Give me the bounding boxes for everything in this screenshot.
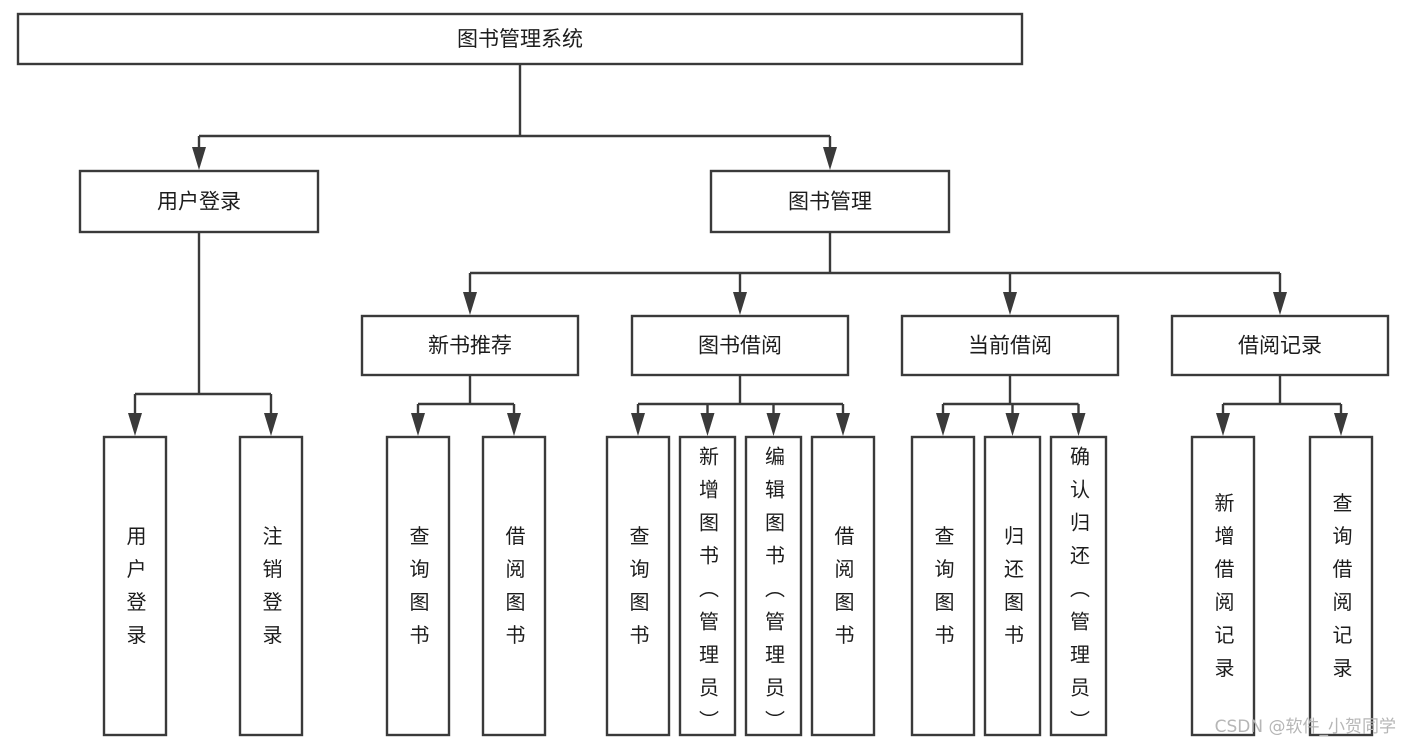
node-leaf-confirm-return[interactable]: 确认归还（管理员） — [1049, 435, 1108, 737]
node-box — [238, 435, 304, 737]
node-leaf-query-book-a[interactable]: 查询图书 — [385, 435, 451, 737]
arrow-head-icon — [411, 413, 425, 436]
connector-group-user-login — [128, 232, 278, 436]
node-label: 查询图书 — [626, 525, 650, 646]
node-current-borrow[interactable]: 当前借阅 — [900, 314, 1120, 377]
node-label: 用户登录 — [157, 190, 241, 214]
arrow-head-icon — [936, 413, 950, 436]
node-box — [16, 12, 1024, 66]
node-leaf-query-book-c[interactable]: 查询图书 — [910, 435, 976, 737]
node-box — [810, 435, 876, 737]
node-leaf-add-book[interactable]: 新增图书（管理员） — [678, 435, 737, 737]
node-box — [630, 314, 850, 377]
node-box — [900, 314, 1120, 377]
node-box — [481, 435, 547, 737]
node-label: 确认归还（管理员） — [1067, 446, 1091, 732]
arrow-head-icon — [1216, 413, 1230, 436]
arrow-head-icon — [128, 413, 142, 436]
node-label: 查询图书 — [931, 525, 955, 646]
arrow-head-icon — [192, 147, 206, 170]
node-box — [360, 314, 580, 377]
connector-group-book-manage — [463, 232, 1287, 315]
node-label: 当前借阅 — [968, 334, 1052, 358]
node-box — [385, 435, 451, 737]
node-label: 查询图书 — [406, 525, 430, 646]
arrow-head-icon — [1003, 292, 1017, 315]
node-root[interactable]: 图书管理系统 — [16, 12, 1024, 66]
arrow-head-icon — [1071, 413, 1086, 436]
arrow-head-icon — [507, 413, 521, 436]
connector-group-book-borrow — [631, 375, 850, 436]
node-leaf-borrow-book-b[interactable]: 借阅图书 — [810, 435, 876, 737]
node-box — [78, 169, 320, 234]
arrow-head-icon — [823, 147, 837, 170]
node-box — [1170, 314, 1390, 377]
connector-group-new-book-recommend — [411, 375, 521, 436]
arrow-head-icon — [1334, 413, 1348, 436]
node-box — [1049, 435, 1108, 737]
node-box — [709, 169, 951, 234]
node-label: 新增借阅记录 — [1211, 492, 1235, 679]
node-label: 图书借阅 — [698, 334, 782, 358]
node-leaf-add-record[interactable]: 新增借阅记录 — [1190, 435, 1256, 737]
node-box — [102, 435, 168, 737]
arrow-head-icon — [700, 413, 715, 436]
node-box — [605, 435, 671, 737]
node-leaf-query-book-b[interactable]: 查询图书 — [605, 435, 671, 737]
node-box — [1190, 435, 1256, 737]
node-label: 借阅记录 — [1238, 334, 1322, 358]
node-label: 归还图书 — [1001, 525, 1025, 646]
node-box — [678, 435, 737, 737]
node-leaf-logout[interactable]: 注销登录 — [238, 435, 304, 737]
node-label: 借阅图书 — [831, 525, 855, 646]
node-leaf-borrow-book-a[interactable]: 借阅图书 — [481, 435, 547, 737]
node-box — [1308, 435, 1374, 737]
node-label: 编辑图书（管理员） — [762, 446, 786, 732]
node-leaf-query-record[interactable]: 查询借阅记录 — [1308, 435, 1374, 737]
node-label: 图书管理系统 — [457, 27, 583, 51]
node-borrow-record[interactable]: 借阅记录 — [1170, 314, 1390, 377]
arrow-head-icon — [631, 413, 645, 436]
connector-group-root — [192, 64, 837, 170]
node-user-login[interactable]: 用户登录 — [78, 169, 320, 234]
csdn-watermark: CSDN @软件_小贺同学 — [1215, 717, 1396, 737]
arrow-head-icon — [463, 292, 477, 315]
node-leaf-user-login[interactable]: 用户登录 — [102, 435, 168, 737]
node-new-book-recommend[interactable]: 新书推荐 — [360, 314, 580, 377]
node-label: 图书管理 — [788, 190, 872, 214]
node-leaf-return-book[interactable]: 归还图书 — [983, 435, 1042, 737]
arrow-head-icon — [733, 292, 747, 315]
node-layer: 图书管理系统用户登录图书管理新书推荐图书借阅当前借阅借阅记录用户登录注销登录查询… — [16, 12, 1390, 737]
node-box — [983, 435, 1042, 737]
arrow-head-icon — [766, 413, 781, 436]
watermark-layer: CSDN @软件_小贺同学 — [1215, 717, 1396, 737]
arrow-head-icon — [836, 413, 850, 436]
node-label: 新书推荐 — [428, 334, 512, 358]
node-label: 查询借阅记录 — [1329, 492, 1353, 679]
connector-layer — [128, 64, 1348, 436]
node-label: 新增图书（管理员） — [696, 446, 720, 732]
node-box — [910, 435, 976, 737]
arrow-head-icon — [1005, 413, 1020, 436]
node-box — [744, 435, 803, 737]
node-label: 用户登录 — [123, 526, 147, 647]
connector-group-current-borrow — [936, 375, 1086, 436]
node-book-borrow[interactable]: 图书借阅 — [630, 314, 850, 377]
connector-group-borrow-record — [1216, 375, 1348, 436]
node-book-manage[interactable]: 图书管理 — [709, 169, 951, 234]
arrow-head-icon — [264, 413, 278, 436]
node-label: 注销登录 — [259, 525, 283, 646]
node-label: 借阅图书 — [502, 525, 526, 646]
arrow-head-icon — [1273, 292, 1287, 315]
node-leaf-edit-book[interactable]: 编辑图书（管理员） — [744, 435, 803, 737]
